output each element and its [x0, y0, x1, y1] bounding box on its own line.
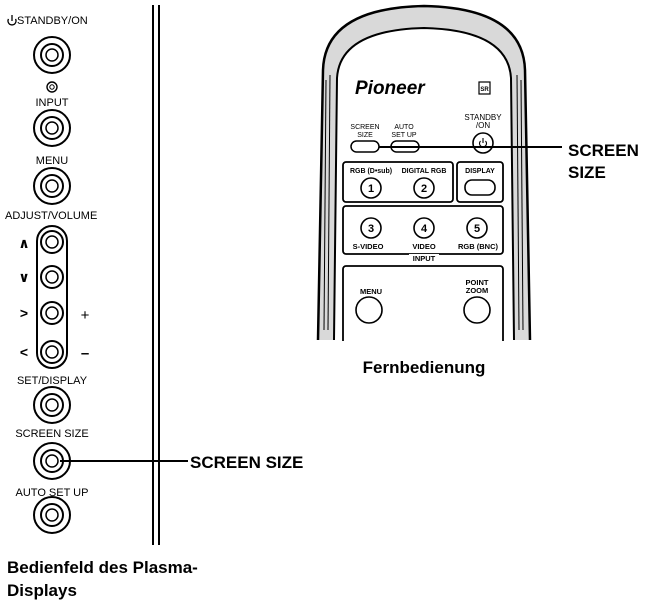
standby-indicator-led	[46, 81, 58, 93]
minus-button[interactable]	[40, 340, 64, 364]
plus-label: +	[81, 307, 90, 324]
remote-button-2[interactable]	[413, 177, 435, 199]
input-label: INPUT	[36, 97, 69, 109]
remote-menu-button[interactable]	[355, 296, 383, 324]
remote-standby-button[interactable]	[472, 132, 494, 154]
remote-button-5[interactable]	[466, 217, 488, 239]
minus-label: –	[81, 345, 89, 362]
remote-button-1[interactable]	[360, 177, 382, 199]
remote-auto-setup-label-2: SET UP	[391, 132, 416, 139]
input-button[interactable]	[33, 109, 71, 147]
sr-badge-text: SR	[480, 87, 489, 93]
remote-input-label: INPUT	[413, 254, 436, 263]
point-zoom-button[interactable]	[463, 296, 491, 324]
standby-label: STANDBY/ON	[17, 15, 88, 27]
plus-button[interactable]	[40, 301, 64, 325]
auto-setup-button[interactable]	[33, 496, 71, 534]
remote-menu-label: MENU	[360, 287, 382, 296]
panel-screen-size-callout: SCREEN SIZE	[190, 453, 303, 472]
svideo-label: S-VIDEO	[353, 242, 384, 251]
control-panel: STANDBY/ON INPUT MENU ADJUST/VOLUME ∧	[5, 5, 303, 600]
remote-button-3-label: 3	[368, 223, 374, 235]
remote-auto-setup-label-1: AUTO	[394, 124, 414, 131]
adjust-button-group	[36, 225, 68, 369]
auto-setup-label: AUTO SET UP	[16, 487, 89, 499]
down-arrow-icon: ∨	[18, 269, 29, 285]
remote-standby-label-2: /ON	[476, 121, 490, 130]
pioneer-logo: Pioneer	[355, 78, 426, 99]
remote-button-1-label: 1	[368, 183, 374, 195]
remote-side-shading	[323, 74, 524, 331]
digital-rgb-label: DIGITAL RGB	[402, 168, 447, 175]
set-display-button[interactable]	[33, 386, 71, 424]
remote-cutoff	[305, 341, 545, 353]
rgb-group-box	[342, 161, 454, 203]
remote-standby-label-1: STANDBY	[464, 113, 502, 122]
sr-badge	[478, 81, 491, 95]
display-group-box	[456, 161, 504, 203]
down-button[interactable]	[40, 265, 64, 289]
power-icon	[7, 15, 17, 26]
up-arrow-icon: ∧	[18, 235, 29, 251]
adjust-volume-label: ADJUST/VOLUME	[5, 210, 97, 222]
panel-caption-line2: Displays	[7, 581, 77, 600]
panel-caption-line1: Bedienfeld des Plasma-	[7, 558, 198, 577]
remote-screen-size-button[interactable]	[350, 140, 380, 153]
remote-screen-size-label-2: SIZE	[357, 132, 373, 139]
point-zoom-label-1: POINT	[466, 278, 489, 287]
remote-button-2-label: 2	[421, 183, 427, 195]
remote-button-4-label: 4	[421, 223, 428, 235]
remote-button-4[interactable]	[413, 217, 435, 239]
menu-label: MENU	[36, 155, 68, 167]
display-button[interactable]	[464, 179, 496, 196]
remote-button-3[interactable]	[360, 217, 382, 239]
rgb-dsub-label: RGB (D•sub)	[350, 168, 392, 175]
remote-caption: Fernbedienung	[363, 358, 486, 377]
remote-screen-size-label-1: SCREEN	[350, 124, 379, 131]
remote-screen-size-callout-2: SIZE	[568, 163, 606, 182]
left-arrow-icon: <	[20, 344, 28, 360]
remote-button-5-label: 5	[474, 223, 480, 235]
menu-button[interactable]	[33, 167, 71, 205]
display-label: DISPLAY	[465, 168, 495, 175]
remote-screen-size-callout-1: SCREEN	[568, 141, 639, 160]
remote-control: Pioneer SR SCREEN SIZE AUTO SET UP STAND…	[305, 4, 639, 377]
input-caption-bg	[409, 254, 439, 262]
up-button[interactable]	[40, 230, 64, 254]
video-label: VIDEO	[412, 242, 436, 251]
screen-size-label: SCREEN SIZE	[15, 428, 88, 440]
screen-size-button[interactable]	[33, 442, 71, 480]
rgb-bnc-label: RGB (BNC)	[458, 242, 498, 251]
point-zoom-label-2: ZOOM	[466, 286, 489, 295]
right-arrow-icon: >	[20, 305, 28, 321]
standby-button[interactable]	[33, 36, 71, 74]
set-display-label: SET/DISPLAY	[17, 375, 88, 387]
